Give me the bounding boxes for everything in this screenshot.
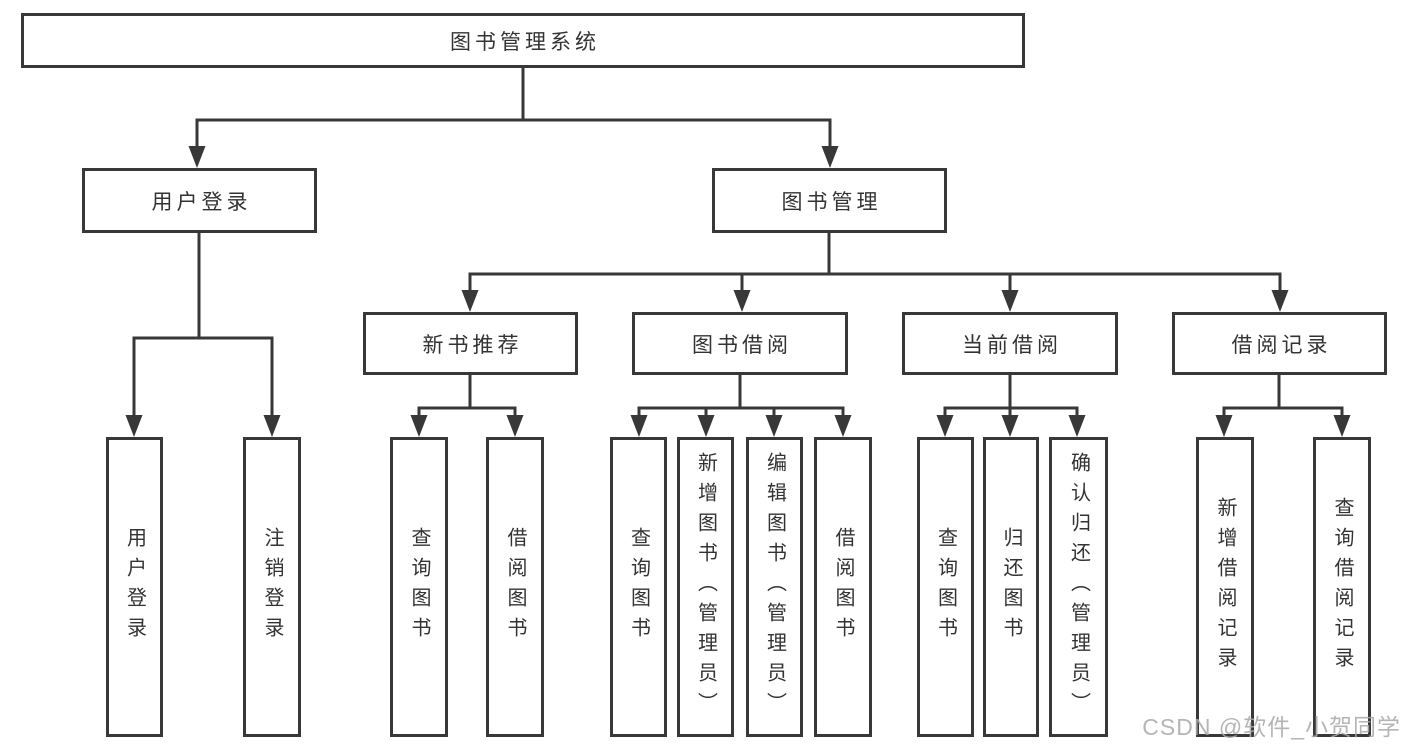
arrow-to-borrow-record xyxy=(1271,290,1289,312)
arrow-to-user-login xyxy=(188,146,206,168)
connector-new-book-branch xyxy=(417,373,517,421)
node-new-book-recommend: 新书推荐 xyxy=(363,312,578,375)
leaf-borrow-books-1: 借阅图书 xyxy=(486,437,544,737)
csdn-watermark: CSDN @软件_小贺同学 xyxy=(1142,714,1401,740)
connector-book-borrow-branch xyxy=(637,373,845,421)
leaf-query-books-1: 查询图书 xyxy=(390,437,448,737)
connector-borrow-record-branch xyxy=(1222,373,1344,421)
arrow-to-leaf-query-books-3 xyxy=(936,415,954,437)
leaf-query-books-3: 查询图书 xyxy=(917,437,974,737)
arrow-to-current-borrow xyxy=(1001,290,1019,312)
connector-user-login-branch xyxy=(132,231,274,420)
arrow-to-leaf-add-record xyxy=(1215,415,1233,437)
connector-root-branch xyxy=(195,66,832,152)
arrow-to-leaf-logout xyxy=(263,415,281,437)
arrow-to-leaf-user-login xyxy=(125,415,143,437)
leaf-query-borrow-record: 查询借阅记录 xyxy=(1313,437,1371,737)
arrow-to-leaf-add-book xyxy=(697,415,715,437)
arrow-to-leaf-edit-book xyxy=(765,415,783,437)
connector-current-borrow-branch xyxy=(943,373,1079,421)
node-user-login: 用户登录 xyxy=(82,168,317,233)
node-book-management: 图书管理 xyxy=(712,168,947,233)
leaf-user-login: 用户登录 xyxy=(106,437,163,737)
arrow-to-leaf-query-record xyxy=(1333,415,1351,437)
node-current-borrowing: 当前借阅 xyxy=(902,312,1118,375)
arrow-to-leaf-borrow-books-2 xyxy=(834,415,852,437)
leaf-borrow-books-2: 借阅图书 xyxy=(814,437,872,737)
connector-book-mgmt-branch xyxy=(468,231,1282,295)
arrow-to-leaf-query-books-1 xyxy=(410,415,428,437)
leaf-logout: 注销登录 xyxy=(243,437,301,737)
arrow-to-leaf-return-book xyxy=(1001,415,1019,437)
leaf-query-books-2: 查询图书 xyxy=(610,437,667,737)
arrow-to-book-mgmt xyxy=(821,146,839,168)
node-borrowing-records: 借阅记录 xyxy=(1172,312,1387,375)
node-book-borrowing: 图书借阅 xyxy=(632,312,848,375)
leaf-add-book-admin: 新增图书（管理员） xyxy=(677,437,734,737)
leaf-return-book: 归还图书 xyxy=(983,437,1039,737)
leaf-confirm-return-admin: 确认归还（管理员） xyxy=(1049,437,1108,737)
node-root-system: 图书管理系统 xyxy=(21,13,1025,68)
arrow-to-leaf-query-books-2 xyxy=(630,415,648,437)
leaf-add-borrow-record: 新增借阅记录 xyxy=(1196,437,1254,737)
arrow-to-new-book-rec xyxy=(461,290,479,312)
arrow-to-leaf-borrow-books-1 xyxy=(506,415,524,437)
leaf-edit-book-admin: 编辑图书（管理员） xyxy=(746,437,803,737)
arrow-to-leaf-confirm-return xyxy=(1068,415,1086,437)
arrow-to-book-borrow xyxy=(733,290,751,312)
